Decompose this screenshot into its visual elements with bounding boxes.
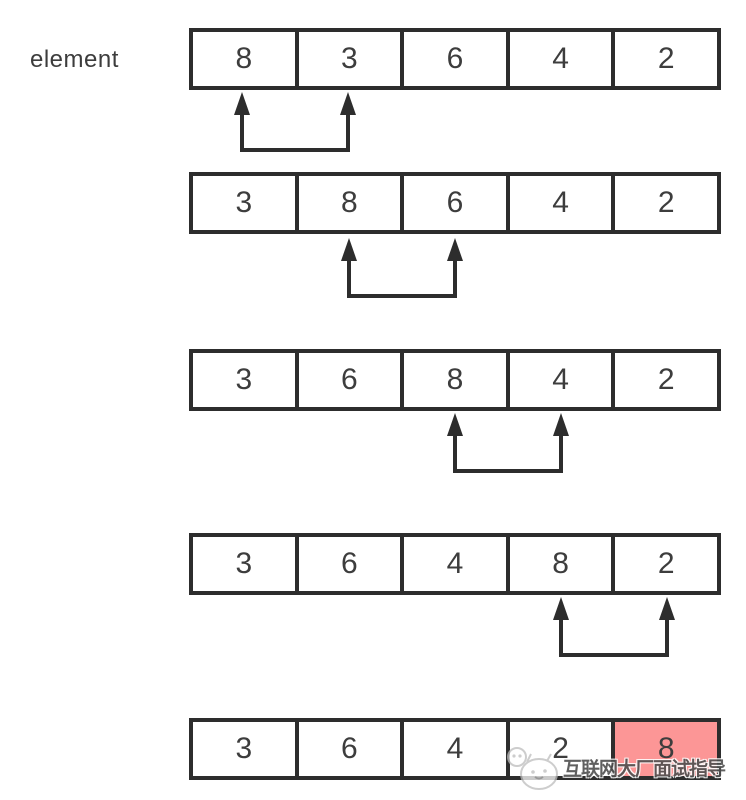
array-cell: 4 [404, 537, 510, 591]
array-label: element [30, 46, 119, 73]
array-cell: 6 [404, 32, 510, 86]
array-cell: 8 [193, 32, 299, 86]
array-cell: 2 [615, 353, 717, 407]
array-cell: 2 [509, 722, 616, 776]
swap-arrow-step-4 [553, 597, 675, 657]
array-cell-sorted: 8 [615, 722, 717, 776]
array-cell: 3 [193, 176, 299, 230]
array-row-step-3: 3 6 8 4 2 [189, 349, 721, 411]
array-cell: 3 [193, 537, 299, 591]
array-cell: 2 [615, 537, 717, 591]
array-cell: 3 [193, 353, 299, 407]
array-row-step-5: 3 6 4 2 8 [189, 718, 721, 780]
array-cell: 3 [193, 722, 299, 776]
array-cell: 3 [298, 32, 405, 86]
array-cell: 6 [298, 537, 405, 591]
array-cell: 2 [615, 32, 717, 86]
array-cell: 4 [509, 176, 616, 230]
array-row-step-2: 3 8 6 4 2 [189, 172, 721, 234]
swap-arrow-step-3 [447, 413, 569, 473]
array-cell: 6 [298, 722, 405, 776]
array-cell: 2 [615, 176, 717, 230]
swap-arrow-step-2 [341, 238, 463, 298]
array-row-step-1: 8 3 6 4 2 [189, 28, 721, 90]
array-cell: 6 [298, 353, 405, 407]
array-cell: 8 [404, 353, 510, 407]
array-cell: 4 [404, 722, 510, 776]
swap-arrow-step-1 [234, 92, 356, 152]
array-cell: 4 [509, 32, 616, 86]
array-cell: 4 [509, 353, 616, 407]
array-cell: 8 [298, 176, 405, 230]
array-cell: 8 [509, 537, 616, 591]
array-row-step-4: 3 6 4 8 2 [189, 533, 721, 595]
array-cell: 6 [404, 176, 510, 230]
